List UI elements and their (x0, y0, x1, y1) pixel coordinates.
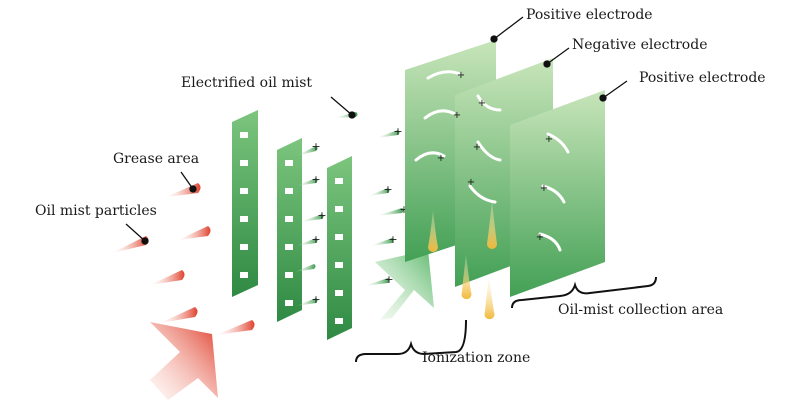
inflow-arrow (150, 322, 218, 400)
ionization-zone-brace (355, 319, 467, 363)
svg-text:+: + (545, 134, 553, 145)
svg-text:+: + (478, 98, 486, 109)
svg-text:+: + (311, 233, 320, 246)
svg-text:+: + (453, 110, 461, 121)
positive-electrode-plate-2 (510, 90, 605, 297)
oil-droplets (428, 200, 497, 320)
svg-text:+: + (317, 209, 326, 222)
svg-text:+: + (384, 273, 393, 286)
label-grease-area: Grease area (113, 151, 200, 167)
label-electrified-oil-mist: Electrified oil mist (181, 75, 313, 91)
svg-text:+: + (311, 173, 320, 186)
label-ionization-zone: Ionization zone (422, 350, 531, 366)
plate-charge-marks: + + + + + + + + + (437, 70, 553, 243)
svg-text:+: + (399, 203, 408, 216)
label-positive-electrode-right: Positive electrode (639, 70, 766, 86)
svg-text:+: + (536, 232, 544, 243)
svg-text:+: + (388, 233, 397, 246)
svg-text:+: + (473, 142, 481, 153)
charged-particle-streaks (294, 112, 404, 306)
svg-text:+: + (437, 153, 445, 164)
emitter-strip-2 (277, 138, 302, 322)
label-positive-electrode-top: Positive electrode (526, 7, 653, 23)
svg-text:+: + (311, 140, 320, 153)
svg-text:+: + (467, 177, 475, 188)
label-oil-mist-particles: Oil mist particles (35, 203, 157, 219)
svg-text:+: + (393, 125, 402, 138)
label-leader-lines (125, 16, 628, 245)
label-negative-electrode: Negative electrode (572, 37, 708, 53)
svg-text:+: + (540, 183, 548, 194)
collection-area-brace (511, 276, 657, 309)
cleaned-flow-arrow (375, 250, 434, 320)
svg-text:+: + (457, 70, 465, 81)
label-oil-mist-collection-area: Oil-mist collection area (558, 302, 724, 318)
svg-text:+: + (311, 293, 320, 306)
plus-charge-marks: + + + + + + + + + + (311, 125, 408, 306)
emitter-strip-1 (232, 110, 258, 297)
emitter-strip-3 (327, 156, 352, 340)
oil-mist-particles (112, 183, 255, 335)
svg-text:+: + (383, 183, 392, 196)
